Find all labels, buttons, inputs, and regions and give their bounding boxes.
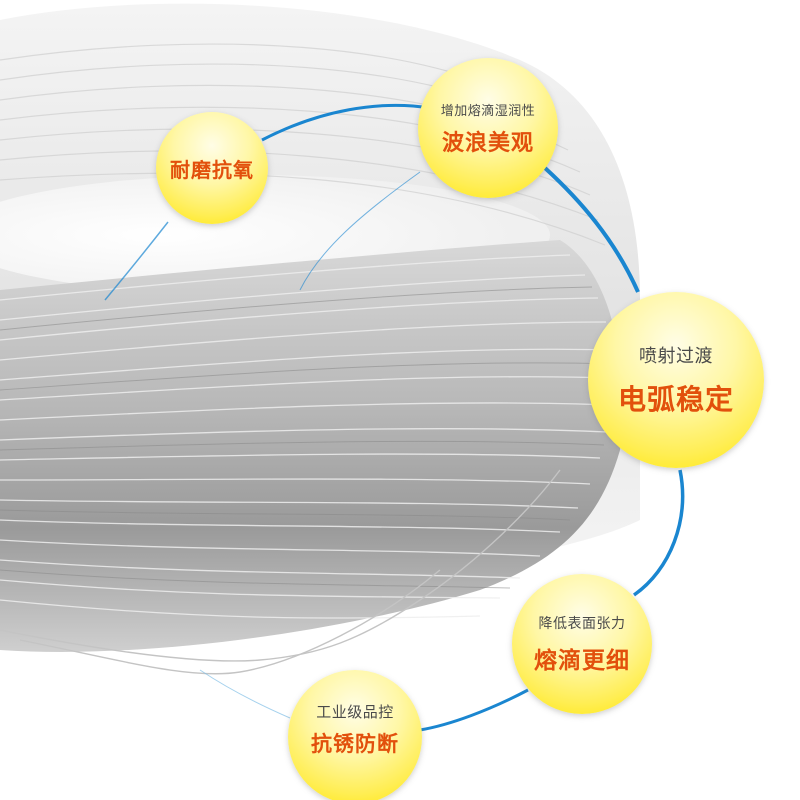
feature-badge-arc-stability: 喷射过渡 电弧稳定	[588, 292, 764, 468]
feature-badge-surface-tension: 降低表面张力 熔滴更细	[512, 574, 652, 714]
feature-sub-text: 工业级品控	[316, 702, 394, 721]
feature-badge-rust-resistance: 工业级品控 抗锈防断	[288, 670, 422, 800]
feature-main-text: 熔滴更细	[534, 648, 630, 674]
feature-badge-wear-resistance: 耐磨抗氧	[156, 112, 268, 224]
feature-main-text: 电弧稳定	[617, 383, 734, 416]
feature-sub-text: 增加熔滴湿润性	[440, 103, 536, 119]
feature-main-text: 耐磨抗氧	[170, 157, 254, 182]
feature-main-text: 抗锈防断	[311, 731, 399, 756]
feature-main-text: 波浪美观	[441, 130, 534, 156]
feature-badge-wetting: 增加熔滴湿润性 波浪美观	[418, 58, 558, 198]
feature-sub-text: 喷射过渡	[639, 346, 713, 367]
feature-sub-text: 降低表面张力	[538, 616, 626, 632]
